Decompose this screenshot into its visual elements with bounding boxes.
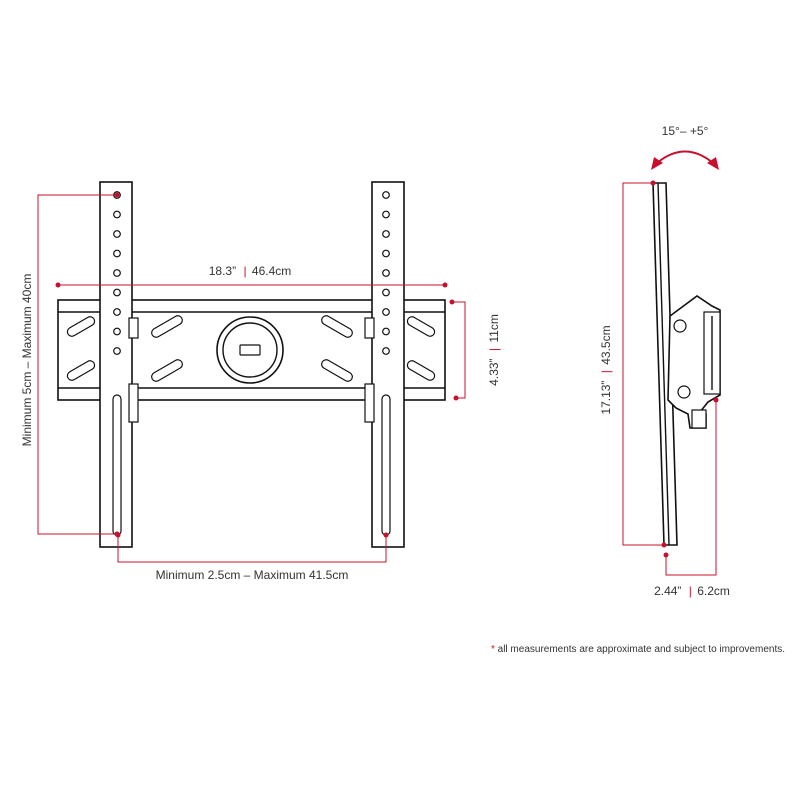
width-imperial: 18.3” [209,264,236,278]
right-arm-hole [382,308,390,316]
width-separator: | [243,264,246,278]
side-height-imperial: 17.13” [599,381,613,415]
svg-text:18.3” | 46.4cm: 18.3” | 46.4cm [209,264,292,278]
right-arm-hole [382,191,390,199]
footnote-text: all measurements are approximate and sub… [498,644,785,655]
left-arm-hole [113,269,121,277]
side-profile [652,182,721,546]
vertical-range-dimension: Minimum 5cm – Maximum 40cm [20,192,120,537]
vertical-range-label: Minimum 5cm – Maximum 40cm [20,274,34,447]
right-arm-hole [382,249,390,258]
footnote: * all measurements are approximate and s… [491,644,785,655]
left-arm-hole [113,230,121,238]
right-arm-hole [382,288,390,297]
left-arm-hole [113,327,121,336]
plate-height-metric: 11cm [487,314,501,342]
right-arm-hole [382,230,390,238]
tilt-range-label: 15°– +5° [662,124,709,138]
plate-height-separator: | [487,348,501,351]
left-arm-hole [113,210,121,219]
right-arm-hole [382,327,390,336]
footnote-asterisk: * [491,644,495,655]
horizontal-range-dimension: Minimum 2.5cm – Maximum 41.5cm [115,532,389,582]
width-metric: 46.4cm [252,264,291,278]
side-height-dimension: 17.13” | 43.5cm [599,180,667,548]
left-arm-hole [113,249,121,258]
side-view: 15°– +5° 17.13” | 43.5cm [599,124,730,598]
plate-height-imperial: 4.33” [487,358,501,385]
depth-dimension: 2.44” | 6.2cm [654,397,730,598]
left-arm-hole [113,288,121,297]
left-arm-hole [113,347,121,355]
left-arm-hole [113,308,121,316]
depth-imperial: 2.44” [654,584,681,598]
plate-height-dimension: 4.33” | 11cm [449,299,501,401]
svg-text:17.13” | 43.5c: 17.13” | 43.5cm [599,325,613,414]
svg-text:2.44” | 6.2cm: 2.44” | 6.2cm [654,584,730,598]
side-height-metric: 43.5cm [599,325,613,364]
svg-text:4.33” | 11cm: 4.33” | 11cm [487,314,501,386]
right-arm-hole [382,210,390,219]
right-arm-hole [382,269,390,277]
horizontal-range-label: Minimum 2.5cm – Maximum 41.5cm [156,568,349,582]
depth-metric: 6.2cm [697,584,730,598]
tilt-arrow-icon [651,150,719,170]
right-arm-hole [382,347,390,355]
depth-separator: | [689,584,692,598]
side-height-separator: | [599,370,613,373]
left-vertical-arm [99,181,139,548]
width-dimension: 18.3” | 46.4cm [55,264,448,288]
front-view: 18.3” | 46.4cm Minimum 5cm – Maximum 40c… [20,181,501,582]
